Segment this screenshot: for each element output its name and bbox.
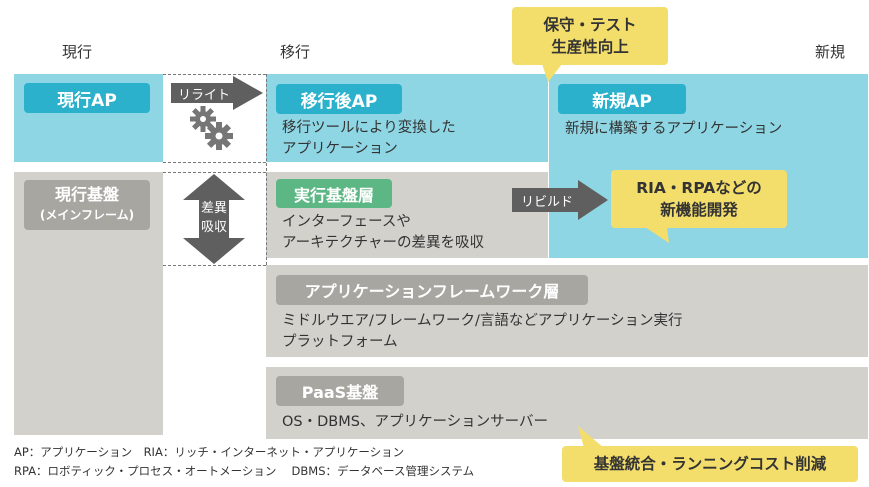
dashed-guide bbox=[266, 74, 267, 265]
migrated-ap-desc-1: 移行ツールにより変換した bbox=[282, 120, 456, 136]
migrated-ap-tag: 移行後AP bbox=[276, 84, 402, 114]
runtime-layer-tag: 実行基盤層 bbox=[276, 179, 392, 208]
rewrite-arrow bbox=[171, 76, 263, 110]
current-ap-tag: 現行AP bbox=[24, 83, 150, 113]
migrated-ap-desc-2: アプリケーション bbox=[282, 141, 398, 157]
legend-line-1: AP：アプリケーション RIA：リッチ・インターネット・アプリケーション bbox=[14, 445, 405, 459]
current-base-tag-title: 現行基盤 bbox=[54, 185, 119, 204]
new-ap-tag: 新規AP bbox=[558, 84, 686, 114]
paas-tag: PaaS基盤 bbox=[276, 376, 404, 406]
column-header-current: 現行 bbox=[62, 43, 93, 61]
runtime-layer-desc-2: アーキテクチャーの差異を吸収 bbox=[282, 235, 484, 251]
absorb-label-line2: 吸収 bbox=[200, 220, 227, 235]
callout-cost-reduction: 基盤統合・ランニングコスト削減 bbox=[562, 446, 858, 482]
rewrite-label: リライト bbox=[177, 87, 230, 103]
rebuild-arrow bbox=[512, 180, 608, 220]
absorb-arrow bbox=[183, 174, 245, 264]
dashed-guide bbox=[163, 74, 266, 75]
rebuild-label: リビルド bbox=[520, 194, 573, 210]
callout-cost-pointer bbox=[578, 426, 604, 448]
callout-productivity-line1: 保守・テスト bbox=[543, 16, 637, 34]
current-base-tag: 現行基盤 (メインフレーム) bbox=[24, 180, 150, 230]
callout-productivity: 保守・テスト 生産性向上 bbox=[512, 7, 668, 65]
dashed-guide bbox=[163, 265, 266, 266]
callout-productivity-line2: 生産性向上 bbox=[551, 38, 629, 56]
callout-new-features-line1: RIA・RPAなどの bbox=[636, 179, 762, 197]
callout-new-features: RIA・RPAなどの 新機能開発 bbox=[611, 170, 787, 228]
callout-new-features-line2: 新機能開発 bbox=[660, 201, 738, 219]
paas-desc: OS・DBMS、アプリケーションサーバー bbox=[282, 414, 549, 430]
runtime-layer-desc-1: インターフェースや bbox=[282, 214, 411, 230]
new-ap-desc: 新規に構築するアプリケーション bbox=[565, 121, 783, 137]
framework-layer-tag: アプリケーションフレームワーク層 bbox=[276, 275, 588, 305]
absorb-label-line1: 差異 bbox=[200, 201, 227, 216]
gears-icon bbox=[190, 106, 233, 150]
dashed-guide bbox=[163, 172, 266, 173]
dashed-guide bbox=[163, 162, 266, 163]
framework-layer-desc-1: ミドルウエア/フレームワーク/言語などアプリケーション実行 bbox=[282, 313, 683, 329]
callout-new-features-pointer bbox=[645, 227, 669, 243]
callout-productivity-pointer bbox=[542, 64, 562, 82]
column-header-migration: 移行 bbox=[280, 43, 311, 61]
framework-layer-desc-2: プラットフォーム bbox=[282, 334, 398, 350]
absorb-label: 差異 吸収 bbox=[183, 199, 245, 237]
current-base-tag-subtitle: (メインフレーム) bbox=[39, 208, 135, 222]
column-header-new: 新規 bbox=[815, 43, 846, 61]
legend-line-2: RPA：ロボティック・プロセス・オートメーション DBMS：データベース管理シス… bbox=[14, 464, 475, 478]
